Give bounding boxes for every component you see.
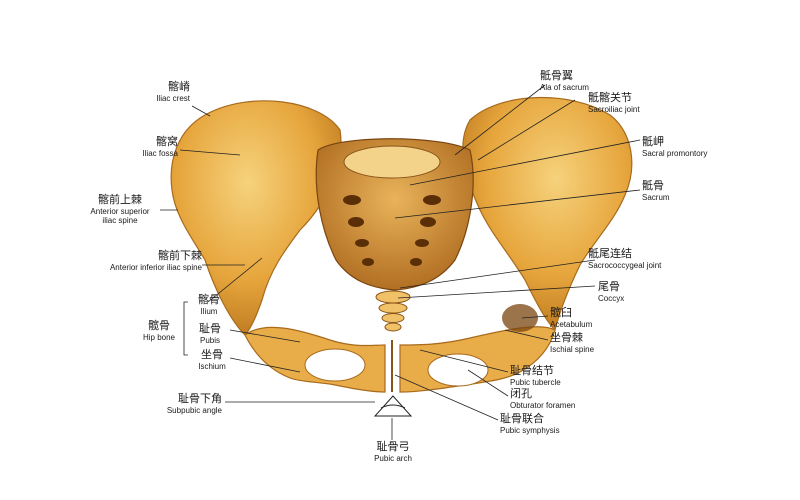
label-hip-bone: 髋骨 Hip bone — [142, 319, 176, 342]
left-ilium-wing — [170, 100, 342, 336]
label-sacral-promontory: 骶岬 Sacral promontory — [642, 135, 708, 158]
coccyx-shape — [375, 290, 411, 332]
sacral-foramen — [362, 258, 374, 266]
sacral-foramen — [355, 239, 369, 247]
label-pubic-arch: 耻骨弓 Pubic arch — [374, 440, 412, 463]
right-obturator-foramen — [427, 353, 489, 387]
label-ischial-spine: 坐骨棘 Ischial spine — [550, 331, 595, 354]
sacral-foramen — [423, 195, 441, 205]
label-ilium: 髂骨 Ilium — [198, 293, 220, 316]
label-ala-of-sacrum: 骶骨翼 Ala of sacrum — [540, 69, 589, 92]
sacral-foramen — [348, 217, 364, 227]
sacral-foramen — [410, 258, 422, 266]
label-acetabulum: 髋臼 Acetabulum — [550, 306, 593, 329]
sacral-foramen — [420, 217, 436, 227]
label-pubic-symphysis: 耻骨联合 Pubic symphysis — [500, 412, 560, 435]
acetabulum-shape — [502, 304, 538, 332]
leader-lines — [160, 84, 641, 440]
label-sacrococcygeal-joint: 骶尾连结 Sacrococcygeal joint — [588, 247, 662, 270]
label-iliac-fossa: 髂窝 Iliac fossa — [142, 135, 178, 158]
label-asis: 髂前上棘 Anterior superior iliac spine — [90, 193, 150, 225]
label-iliac-crest: 髂嵴 Iliac crest — [156, 80, 190, 103]
label-sacrum: 骶骨 Sacrum — [642, 179, 670, 202]
label-subpubic-angle: 耻骨下角 Subpubic angle — [166, 392, 222, 415]
pubic-arch-mark — [373, 395, 413, 417]
label-obturator-foramen: 闭孔 Obturator foramen — [510, 387, 576, 410]
label-sacroiliac-joint: 骶髂关节 Sacroiliac joint — [588, 91, 640, 114]
sacral-foramen — [415, 239, 429, 247]
label-pubis: 耻骨 Pubis — [199, 322, 221, 345]
label-coccyx: 尾骨 Coccyx — [598, 280, 625, 303]
label-ischium: 坐骨 Ischium — [198, 348, 226, 371]
label-aiis: 髂前下棘 Anterior inferior iliac spine — [109, 249, 202, 272]
sacrum-shape — [315, 138, 474, 291]
sacral-base — [343, 145, 441, 179]
label-pubic-tubercle: 耻骨结节 Pubic tubercle — [510, 364, 561, 387]
sacral-foramen — [343, 195, 361, 205]
right-ilium-wing — [462, 96, 633, 332]
left-obturator-foramen — [304, 348, 366, 382]
